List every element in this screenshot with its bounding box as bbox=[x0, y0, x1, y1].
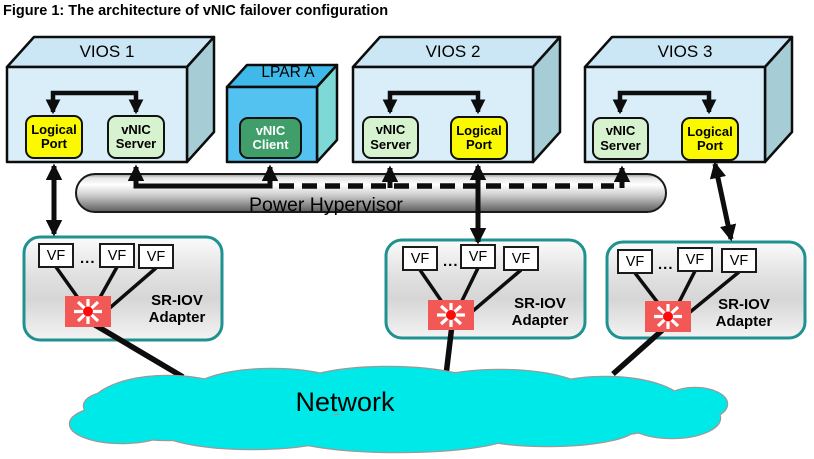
vios2-title: VIOS 2 bbox=[425, 42, 481, 61]
network-label: Network bbox=[295, 387, 395, 417]
logical-port-adapter-arrows bbox=[45, 161, 737, 245]
switch-icon bbox=[645, 301, 691, 332]
vios1-logical-port: Logical Port bbox=[25, 115, 83, 159]
vf-ellipsis: ... bbox=[658, 256, 674, 273]
vf-box: VF bbox=[402, 246, 438, 271]
vf-box: VF bbox=[138, 244, 174, 269]
vf-switch-lines bbox=[54, 265, 741, 319]
vf-box: VF bbox=[721, 248, 757, 273]
vf-box: VF bbox=[99, 243, 135, 268]
switch-icon bbox=[65, 296, 111, 327]
network-cloud bbox=[68, 365, 729, 454]
vios3-logical-port: Logical Port bbox=[681, 117, 739, 161]
vios3-title: VIOS 3 bbox=[657, 42, 713, 61]
vios1-vnic-server: vNIC Server bbox=[107, 115, 165, 159]
vf-ellipsis: ... bbox=[80, 250, 96, 267]
vf-box: VF bbox=[503, 246, 539, 271]
vios2-logical-port: Logical Port bbox=[450, 116, 508, 160]
power-hypervisor-label: Power Hypervisor bbox=[249, 194, 403, 216]
vf-box: VF bbox=[460, 244, 496, 269]
vios2-vnic-server: vNIC Server bbox=[362, 116, 419, 159]
switch-icon bbox=[428, 300, 474, 330]
adapter-network-lines bbox=[88, 319, 669, 380]
vf-box: VF bbox=[38, 243, 74, 268]
figure-caption: Figure 1: The architecture of vNIC failo… bbox=[3, 3, 389, 19]
vf-ellipsis: ... bbox=[443, 253, 459, 270]
vios-internal-arrows bbox=[45, 90, 717, 115]
vios3-vnic-server: vNIC Server bbox=[592, 117, 649, 160]
vnic-solid-connector bbox=[127, 164, 279, 189]
vf-box: VF bbox=[617, 249, 653, 274]
vios2-box bbox=[351, 35, 562, 164]
lpar-vnic-client: vNIC Client bbox=[239, 117, 302, 159]
vf-box: VF bbox=[677, 247, 713, 272]
vios1-title: VIOS 1 bbox=[79, 42, 135, 61]
sriov-adapter1-label: SR-IOV Adapter bbox=[148, 292, 206, 327]
lpar-title: LPAR A bbox=[261, 64, 315, 81]
sriov-adapter2-label: SR-IOV Adapter bbox=[511, 295, 569, 330]
sriov-adapter3-label: SR-IOV Adapter bbox=[715, 296, 773, 331]
